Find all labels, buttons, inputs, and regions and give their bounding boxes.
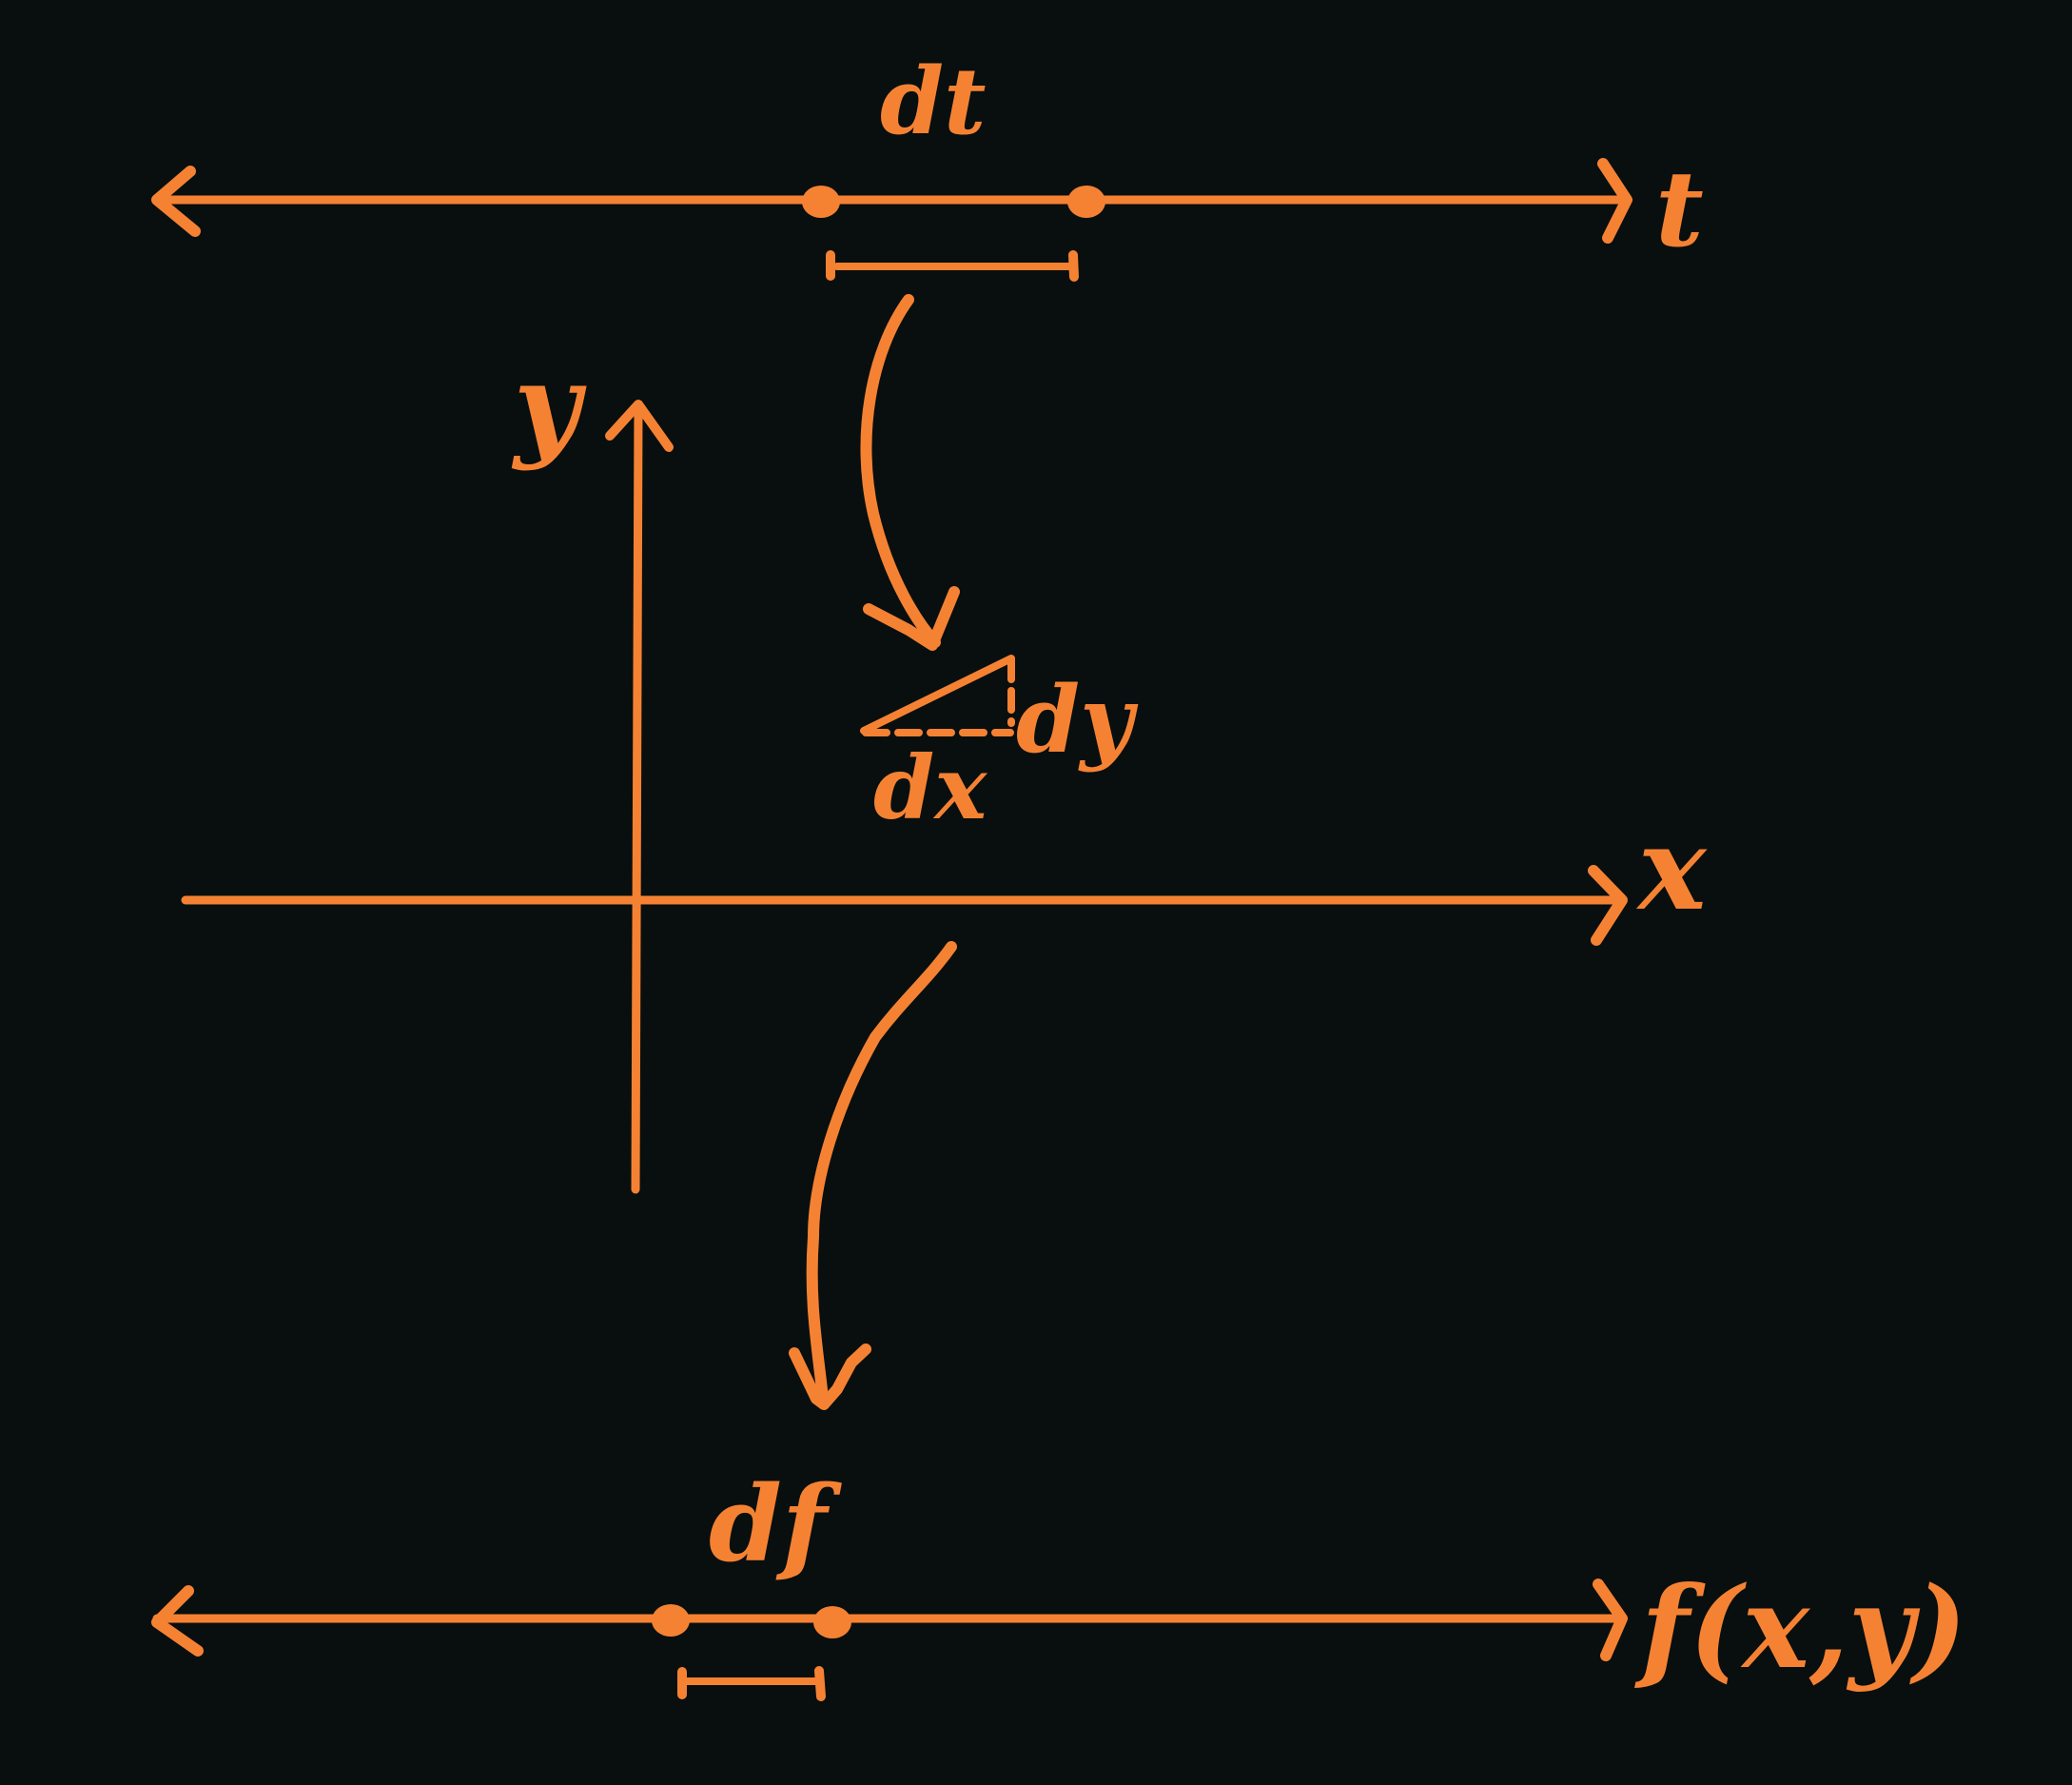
t-axis-right-arrowhead [1597,158,1632,244]
f-axis-left-arrowhead [151,1585,204,1657]
df-label: df [709,1462,843,1585]
map-arrow-t-to-xy [860,294,960,651]
slope-triangle [860,655,1015,736]
y-axis-arrowhead [605,400,674,452]
xy-axes [181,400,1628,1194]
f-axis-right-arrowhead [1593,1579,1628,1661]
f-point-end [813,1606,851,1638]
x-axis-arrowhead [1588,865,1628,946]
t-point-start [802,186,840,218]
map-arrow-xy-to-f [789,941,957,1410]
dx-label: dx [873,736,987,839]
df-interval-bracket [677,1666,826,1701]
slope-hypotenuse [860,655,1015,735]
dy-label: dy [1016,666,1139,774]
f-axis-label: f(x,y) [1634,1561,1966,1694]
dt-label: dt [880,48,986,155]
t-point-end [1067,186,1105,218]
y-axis-line [631,404,643,1194]
f-point-start [652,1604,690,1637]
y-axis-label: y [511,339,587,473]
map-arrow-xy-to-f-head [789,1344,871,1410]
t-axis [151,158,1632,244]
f-axis [151,1579,1628,1661]
x-axis-label: x [1635,802,1708,936]
t-axis-left-arrowhead [151,166,201,237]
t-axis-label: t [1655,147,1704,270]
map-arrow-t-to-xy-head [863,586,960,651]
dt-interval-bracket [826,250,1079,282]
